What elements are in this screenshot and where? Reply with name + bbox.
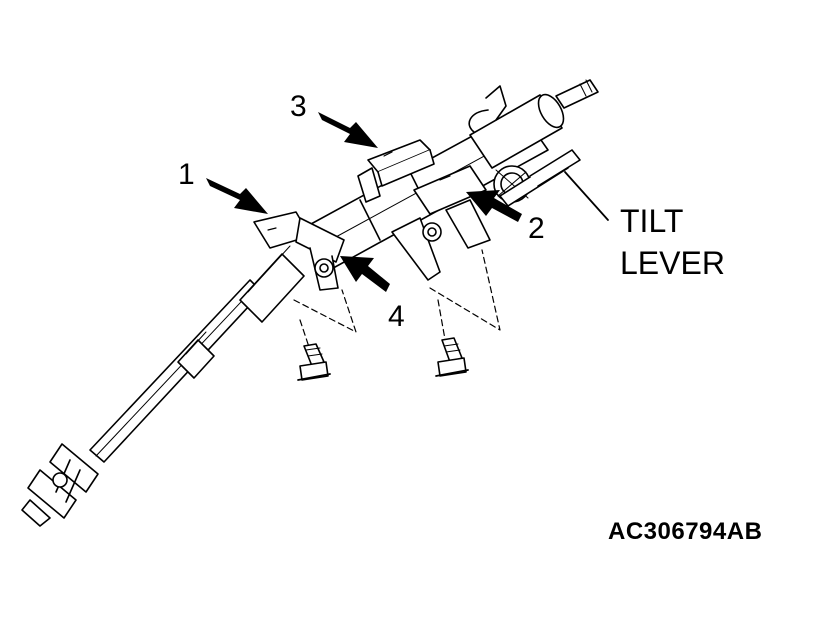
callout-arrow-4 (340, 256, 390, 292)
tilt-lever (499, 149, 609, 221)
callout-2-label: 2 (528, 212, 545, 245)
callout-arrow-2 (466, 190, 522, 222)
tilt-lever-label-line1: TILT (620, 203, 684, 239)
tilt-lever-label: TILT LEVER (620, 200, 725, 284)
callout-3-label: 3 (290, 90, 307, 123)
intermediate-shaft (89, 245, 305, 463)
lower-mounting-bracket (253, 211, 345, 291)
callout-arrow-3 (318, 112, 378, 148)
callout-4-label: 4 (388, 300, 405, 333)
mounting-bolt-left (297, 343, 331, 381)
figure-code: AC306794AB (608, 518, 763, 545)
mounting-bolt-right (435, 337, 469, 377)
callout-1-label: 1 (178, 158, 195, 191)
callout-arrow-1 (206, 178, 268, 214)
universal-joint (21, 443, 99, 527)
tilt-lever-label-line2: LEVER (620, 245, 725, 281)
upper-mounting-bracket (357, 139, 435, 203)
